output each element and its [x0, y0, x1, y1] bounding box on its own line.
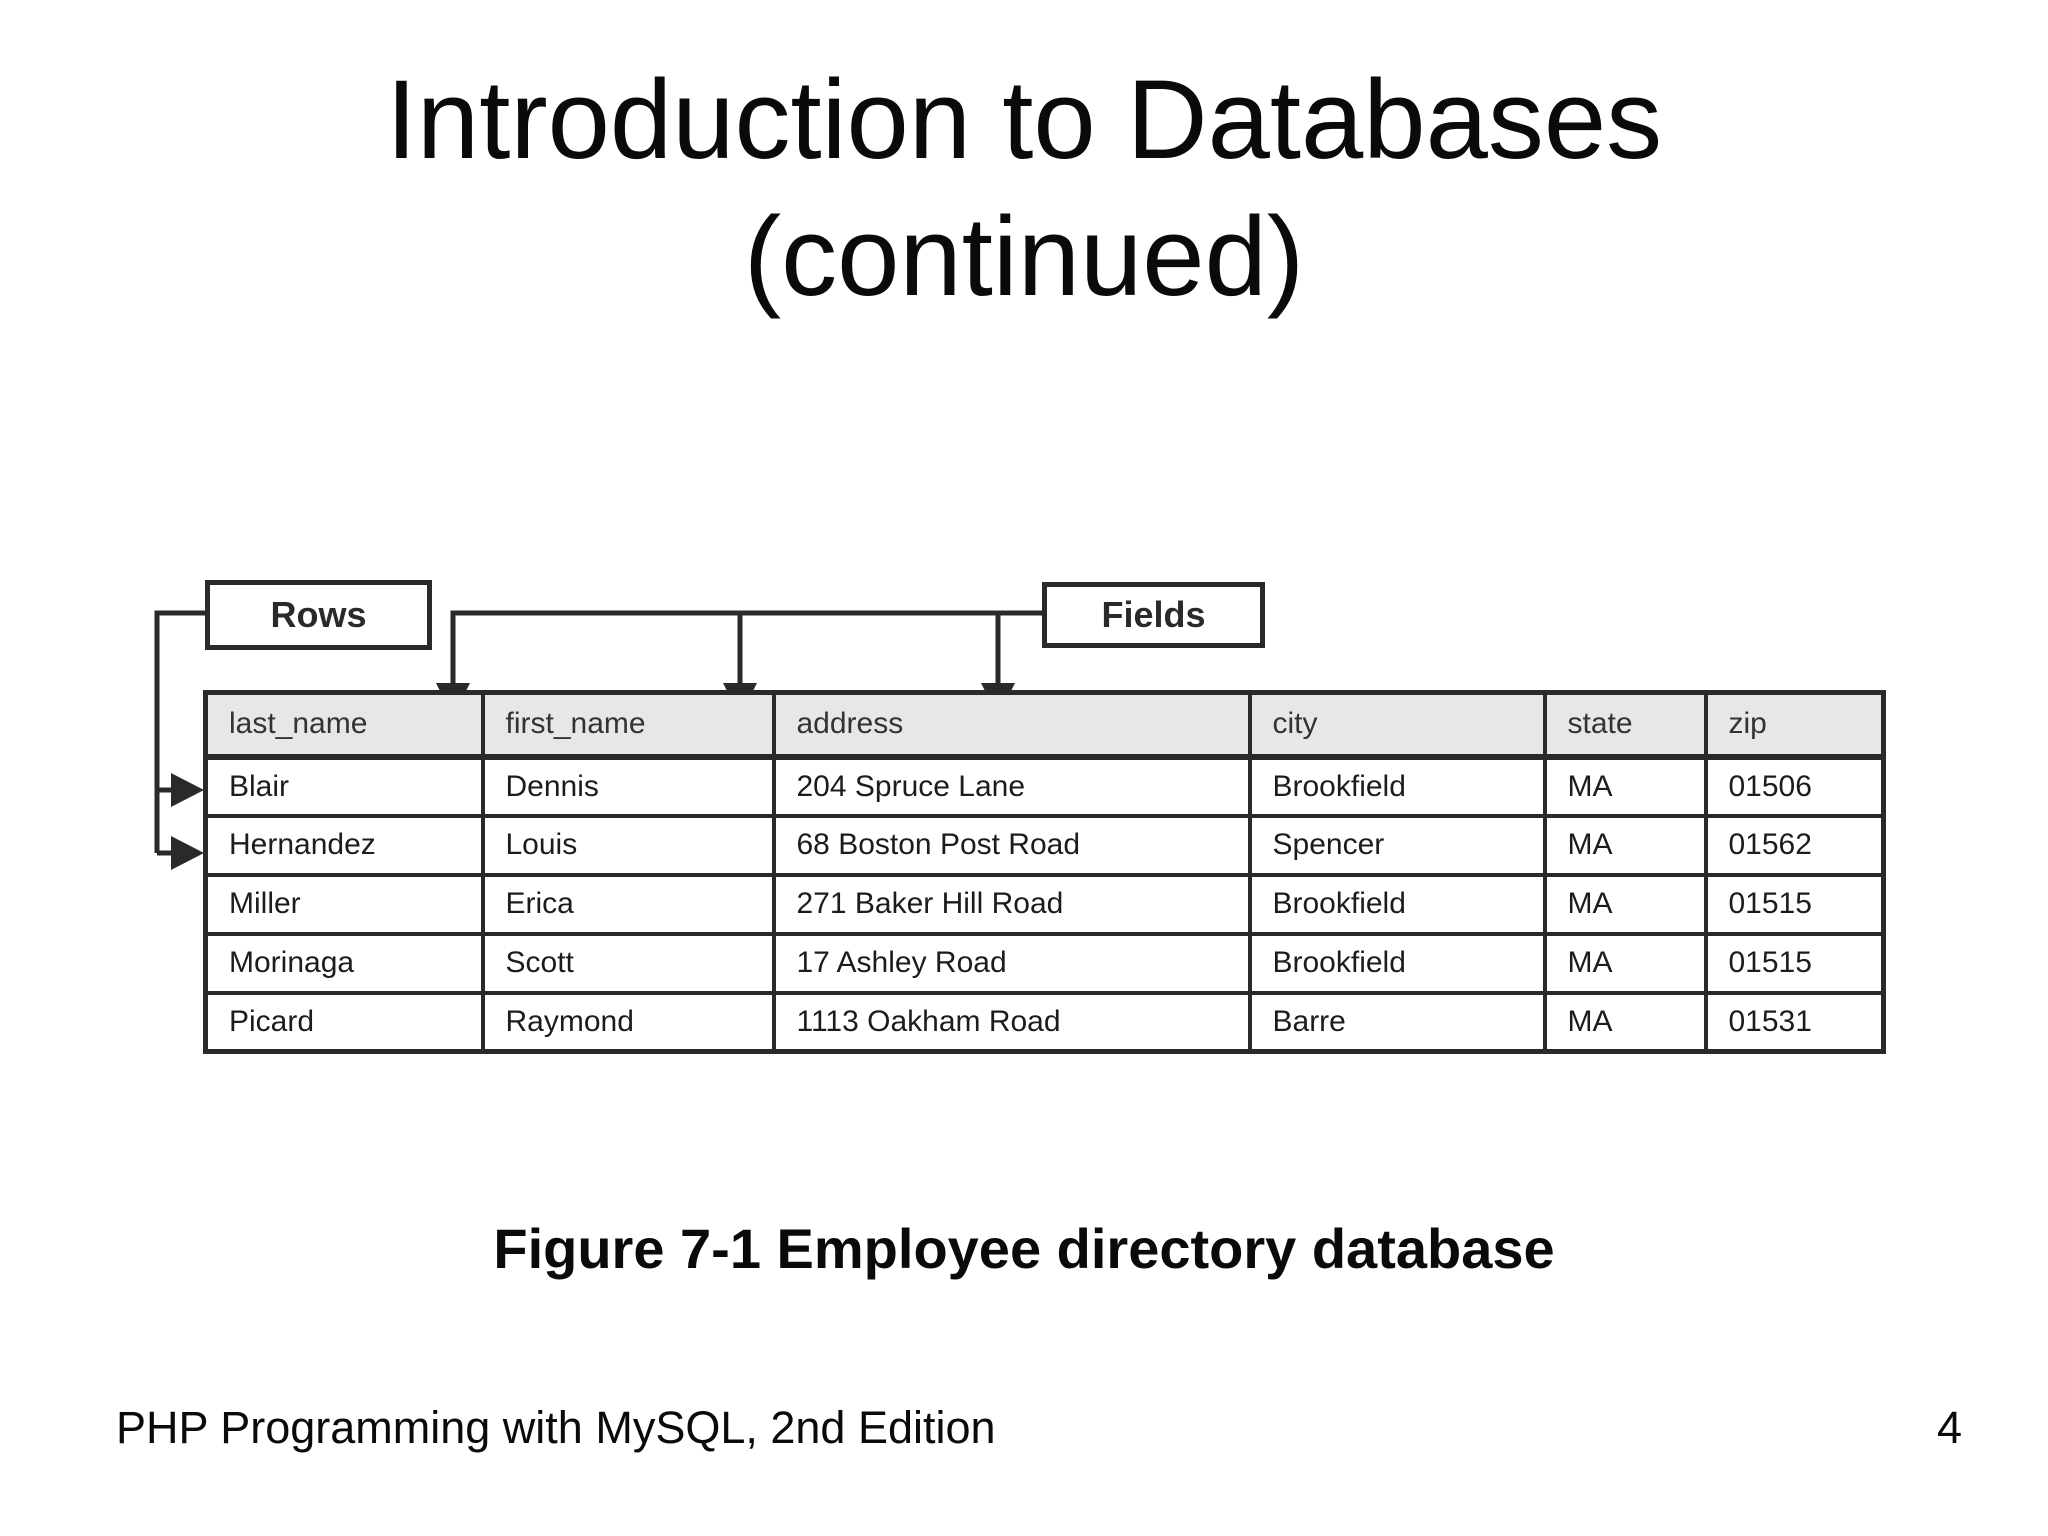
table-cell: Picard	[203, 990, 485, 1054]
table-row: Miller Erica 271 Baker Hill Road Brookfi…	[203, 872, 1886, 936]
table-cell: Louis	[480, 813, 776, 877]
page-number: 4	[1936, 1402, 1962, 1453]
table-row: Morinaga Scott 17 Ashley Road Brookfield…	[203, 931, 1886, 995]
header-row: last_name first_name address city state …	[203, 690, 1886, 760]
footer-text: PHP Programming with MySQL, 2nd Edition	[116, 1402, 996, 1453]
table-cell: 01562	[1703, 813, 1886, 877]
rows-label-box: Rows	[205, 580, 432, 650]
table-cell: Hernandez	[203, 813, 485, 877]
table-cell: MA	[1542, 754, 1708, 818]
figure-caption: Figure 7-1 Employee directory database	[493, 1217, 1555, 1280]
table-row: Picard Raymond 1113 Oakham Road Barre MA…	[203, 990, 1886, 1054]
table-cell: 01531	[1703, 990, 1886, 1054]
table-header: last_name first_name address city state …	[203, 690, 1886, 760]
table-cell: 204 Spruce Lane	[771, 754, 1252, 818]
rows-arrowhead-icon	[171, 836, 204, 870]
column-header: first_name	[480, 690, 776, 760]
column-header: state	[1542, 690, 1708, 760]
table-cell: Spencer	[1247, 813, 1547, 877]
column-header: zip	[1703, 690, 1886, 760]
rows-label: Rows	[270, 594, 367, 635]
table-cell: Brookfield	[1247, 872, 1547, 936]
table-cell: 68 Boston Post Road	[771, 813, 1252, 877]
table-cell: MA	[1542, 813, 1708, 877]
title-line-1: Introduction to Databases	[385, 57, 1663, 182]
table-cell: Miller	[203, 872, 485, 936]
slide-title: Introduction to Databases (continued)	[0, 52, 2048, 325]
table-cell: Blair	[203, 754, 485, 818]
title-line-2: (continued)	[743, 193, 1305, 319]
employee-table: last_name first_name address city state …	[203, 690, 1886, 1054]
table-cell: Barre	[1247, 990, 1547, 1054]
table-cell: 1113 Oakham Road	[771, 990, 1252, 1054]
fields-connector-line	[450, 610, 1042, 685]
column-header: last_name	[203, 690, 485, 760]
table-row: Hernandez Louis 68 Boston Post Road Spen…	[203, 813, 1886, 877]
table-cell: 01515	[1703, 872, 1886, 936]
table-cell: Morinaga	[203, 931, 485, 995]
table-cell: Dennis	[480, 754, 776, 818]
table-row: Blair Dennis 204 Spruce Lane Brookfield …	[203, 754, 1886, 818]
table-body: Blair Dennis 204 Spruce Lane Brookfield …	[203, 754, 1886, 1054]
table-cell: Scott	[480, 931, 776, 995]
footer: PHP Programming with MySQL, 2nd Edition …	[116, 1402, 1962, 1454]
table-cell: Brookfield	[1247, 754, 1547, 818]
fields-label: Fields	[1101, 594, 1206, 635]
fields-label-box: Fields	[1042, 582, 1265, 648]
rows-arrowhead-icon	[171, 773, 204, 807]
column-header: city	[1247, 690, 1547, 760]
table-cell: Raymond	[480, 990, 776, 1054]
table-cell: MA	[1542, 990, 1708, 1054]
table-cell: MA	[1542, 931, 1708, 995]
table-cell: MA	[1542, 872, 1708, 936]
table-cell: 271 Baker Hill Road	[771, 872, 1252, 936]
column-header: address	[771, 690, 1252, 760]
table-cell: Erica	[480, 872, 776, 936]
table-cell: 01515	[1703, 931, 1886, 995]
table-cell: 17 Ashley Road	[771, 931, 1252, 995]
rows-connector-line	[154, 610, 205, 856]
table-cell: Brookfield	[1247, 931, 1547, 995]
table-cell: 01506	[1703, 754, 1886, 818]
